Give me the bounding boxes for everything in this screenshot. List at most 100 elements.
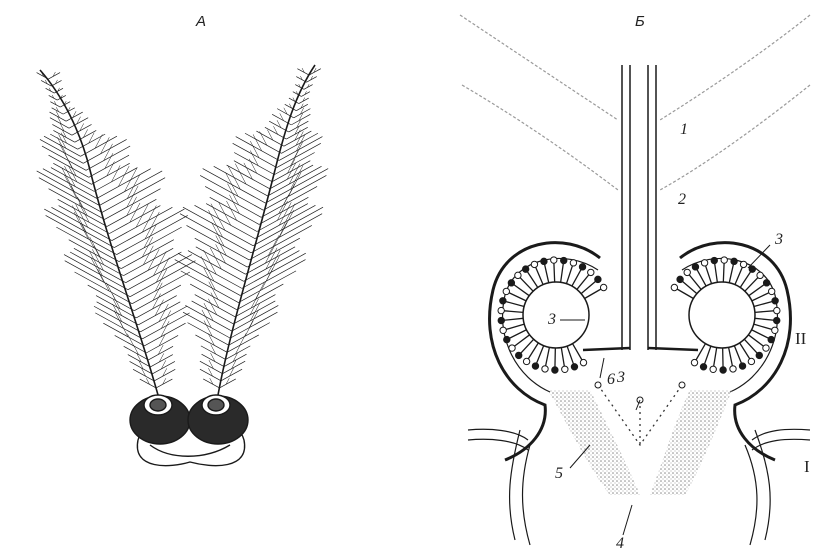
sensory-cell <box>768 288 774 294</box>
barb-line <box>279 137 322 161</box>
barb-line <box>52 124 72 135</box>
sensory-cell <box>772 298 778 304</box>
sensory-cell <box>701 260 707 266</box>
barb-line <box>50 112 67 121</box>
sensory-cell <box>774 317 780 323</box>
barb-line <box>109 206 160 234</box>
sensory-cell <box>579 264 585 270</box>
barb-line <box>269 121 289 132</box>
barb-line <box>89 155 129 177</box>
sensory-cell <box>551 257 557 263</box>
sensory-cell <box>731 258 737 264</box>
sensory-cell <box>515 272 521 278</box>
sensory-cell <box>721 257 727 263</box>
sensory-cell <box>711 257 717 263</box>
sensory-cell <box>508 280 514 286</box>
sensory-cell <box>677 276 683 282</box>
barb-line <box>284 131 311 146</box>
sensory-cell <box>516 352 522 358</box>
barb-line <box>195 205 255 238</box>
sensory-cell <box>562 366 568 372</box>
barb-line <box>97 169 151 199</box>
right-plume-barbs <box>175 68 328 388</box>
barb-line <box>44 136 80 156</box>
barb-line <box>152 361 175 373</box>
sensory-cell <box>595 276 601 282</box>
barb-line <box>56 227 119 261</box>
barb-line <box>229 323 270 346</box>
sensory-cell <box>757 272 763 278</box>
central-trunk <box>622 65 656 350</box>
barb-line <box>195 335 227 352</box>
barb-line <box>201 346 226 360</box>
barb-line <box>203 379 219 388</box>
barb-line <box>202 354 224 366</box>
sensory-cell <box>500 327 506 333</box>
crossbars <box>583 348 698 350</box>
barb-line <box>221 369 242 381</box>
barb-line <box>181 271 239 303</box>
barb-line <box>142 313 189 339</box>
barb-line <box>234 161 272 182</box>
label-3-bottom: 3 <box>617 370 625 386</box>
barb-line <box>105 189 161 220</box>
barb-line <box>214 166 268 196</box>
sensory-cell <box>498 307 504 313</box>
sensory-cell <box>768 336 774 342</box>
barb-line <box>200 361 223 373</box>
barb-line <box>296 77 306 83</box>
sensory-cell <box>509 345 515 351</box>
barb-line <box>175 260 240 296</box>
barb-line <box>256 131 283 146</box>
label-6: 6 <box>607 372 615 388</box>
barb-line <box>40 139 83 163</box>
barb-line <box>64 255 128 290</box>
barb-line <box>230 312 277 338</box>
barb-line <box>132 272 190 304</box>
sensory-cell <box>692 264 698 270</box>
barb-line <box>140 306 186 332</box>
sensory-cell <box>774 307 780 313</box>
sensory-cell <box>541 258 547 264</box>
panel-b-title: Б <box>635 14 645 29</box>
barb-line <box>148 346 173 360</box>
lateral-appendages <box>468 429 810 545</box>
barb-line <box>188 251 244 282</box>
label-3-capsule: 3 <box>775 232 783 248</box>
panel-a-drawing <box>37 65 329 466</box>
sensory-cell <box>542 366 548 372</box>
barb-line <box>119 227 182 261</box>
label-5: 5 <box>555 466 563 482</box>
barb-line <box>195 238 248 267</box>
barb-line <box>286 127 307 139</box>
barb-line <box>294 109 311 118</box>
barb-line <box>274 153 314 175</box>
barb-line <box>53 130 74 142</box>
barb-line <box>200 175 263 210</box>
barb-line <box>224 354 246 366</box>
barb-line <box>291 114 310 125</box>
barb-line <box>210 197 259 224</box>
barb-line <box>281 133 317 153</box>
sensory-cell <box>503 288 509 294</box>
sensory-cell <box>561 257 567 263</box>
barb-line <box>299 98 309 103</box>
sensory-cell <box>710 366 716 372</box>
label-1: 1 <box>680 122 688 138</box>
nerve-branches <box>460 15 810 190</box>
barb-line <box>185 305 231 331</box>
barb-line <box>223 361 246 373</box>
sensory-cell <box>772 327 778 333</box>
head-base <box>130 395 248 466</box>
barb-line <box>37 171 100 206</box>
sensory-cell <box>523 358 529 364</box>
sensory-cell <box>730 366 736 372</box>
left-plume-barbs <box>37 72 196 388</box>
barb-line <box>92 163 130 184</box>
barb-line <box>107 199 156 226</box>
sensory-cell <box>684 269 690 275</box>
barb-line <box>112 207 172 240</box>
sensory-cell <box>756 352 762 358</box>
barb-line <box>297 69 309 75</box>
right-antenna-plume <box>175 65 328 395</box>
